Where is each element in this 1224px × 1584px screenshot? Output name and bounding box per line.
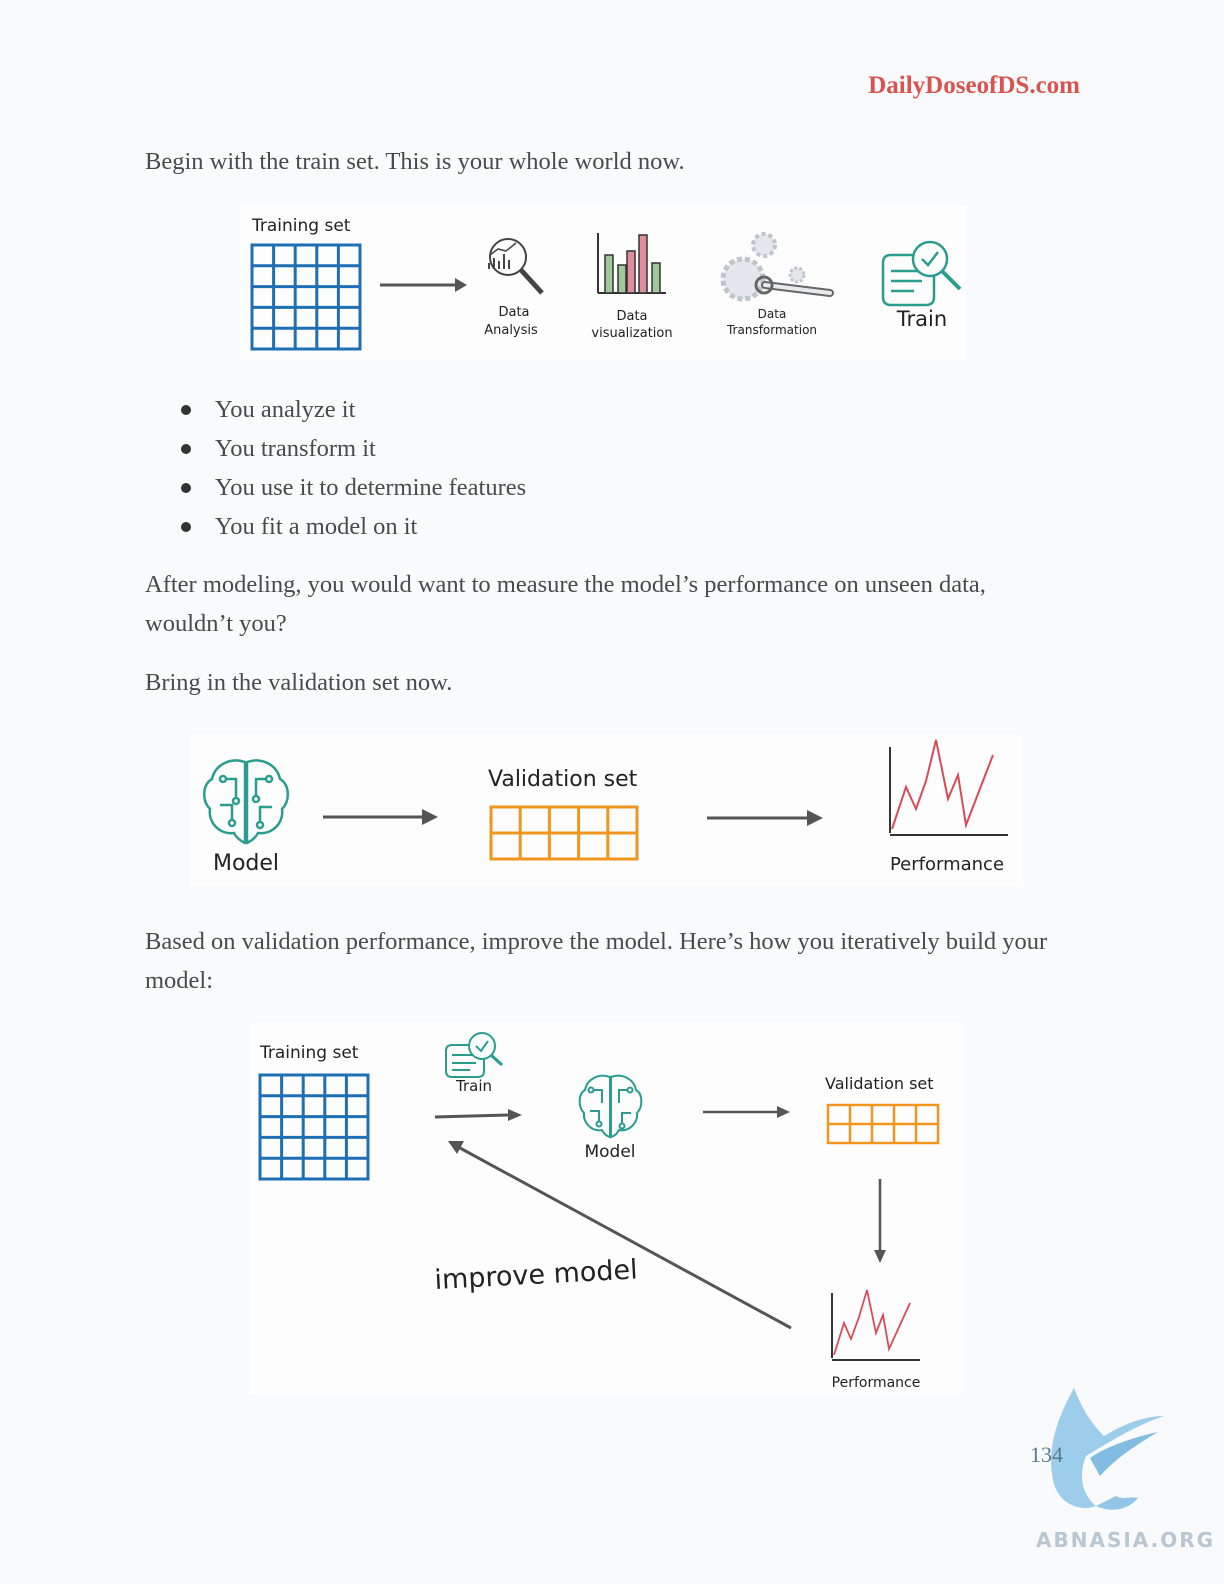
watermark-text: ABNASIA.ORG [1036, 1528, 1216, 1552]
site-title: DailyDoseofDS.com [868, 72, 1080, 99]
performance-chart-icon [831, 1289, 920, 1361]
bullet-list: You analyze it You transform it You use … [145, 390, 526, 546]
performance-label: Performance [890, 854, 1004, 875]
figure-iterative-loop: Training set Train Model Validation set [250, 1023, 964, 1395]
after-modeling-paragraph: After modeling, you would want to measur… [145, 571, 986, 637]
train-icon [445, 1032, 504, 1078]
figure-data-workflow: Training set Data Analysis Data visualiz… [240, 205, 966, 360]
performance-label: Performance [832, 1375, 921, 1391]
validation-set-label: Validation set [825, 1074, 934, 1093]
bring-in-paragraph: Bring in the validation set now. [145, 669, 453, 696]
training-set-label: Training set [251, 216, 351, 236]
figure-model-validation: Model Validation set Performance [190, 735, 1023, 887]
validation-set-grid [489, 805, 639, 861]
model-brain-icon [578, 1074, 643, 1139]
list-item-text: You use it to determine features [215, 474, 527, 501]
validation-set-grid [826, 1103, 940, 1145]
data-transformation-label-1: Data [758, 307, 787, 321]
train-label: Train [896, 307, 947, 331]
list-item-text: You fit a model on it [215, 513, 418, 540]
based-on-paragraph: Based on validation performance, improve… [145, 928, 1048, 994]
training-set-label: Training set [259, 1043, 359, 1063]
watermark-bird-logo [1051, 1388, 1164, 1510]
arrow-right-icon [323, 809, 438, 825]
bullet-dot-icon [181, 522, 191, 532]
data-visualization-label-2: visualization [591, 326, 672, 341]
bullet-dot-icon [181, 405, 191, 415]
arrow-right-icon [380, 278, 467, 292]
data-visualization-icon [597, 233, 666, 294]
arrow-right-icon [703, 1106, 790, 1118]
intro-paragraph: Begin with the train set. This is your w… [145, 148, 685, 175]
arrow-down-icon [874, 1179, 886, 1263]
list-item: You use it to determine features [145, 468, 526, 507]
arrow-right-icon [707, 810, 823, 826]
list-item: You analyze it [145, 390, 526, 429]
training-set-grid [250, 243, 362, 351]
data-visualization-label-1: Data [616, 309, 647, 324]
data-transformation-icon [720, 232, 834, 302]
data-analysis-label-2: Analysis [484, 323, 538, 338]
validation-set-label: Validation set [488, 767, 638, 792]
arrow-right-icon [434, 1109, 522, 1121]
model-brain-icon [203, 759, 289, 845]
page-number: 134 [1030, 1442, 1063, 1467]
list-item-text: You transform it [215, 435, 376, 462]
train-icon [881, 240, 962, 307]
model-label: Model [584, 1142, 635, 1162]
data-analysis-icon [488, 238, 544, 295]
list-item: You fit a model on it [145, 507, 526, 546]
data-analysis-label-1: Data [498, 305, 529, 320]
training-set-grid [258, 1073, 370, 1181]
data-transformation-label-2: Transformation [726, 323, 817, 337]
bullet-dot-icon [181, 483, 191, 493]
list-item: You transform it [145, 429, 526, 468]
improve-model-label: improve model [434, 1254, 639, 1296]
arrow-back-icon [448, 1141, 792, 1330]
train-label: Train [455, 1077, 492, 1095]
list-item-text: You analyze it [215, 396, 356, 423]
model-label: Model [213, 851, 279, 876]
performance-chart-icon [889, 739, 1008, 836]
bullet-dot-icon [181, 444, 191, 454]
